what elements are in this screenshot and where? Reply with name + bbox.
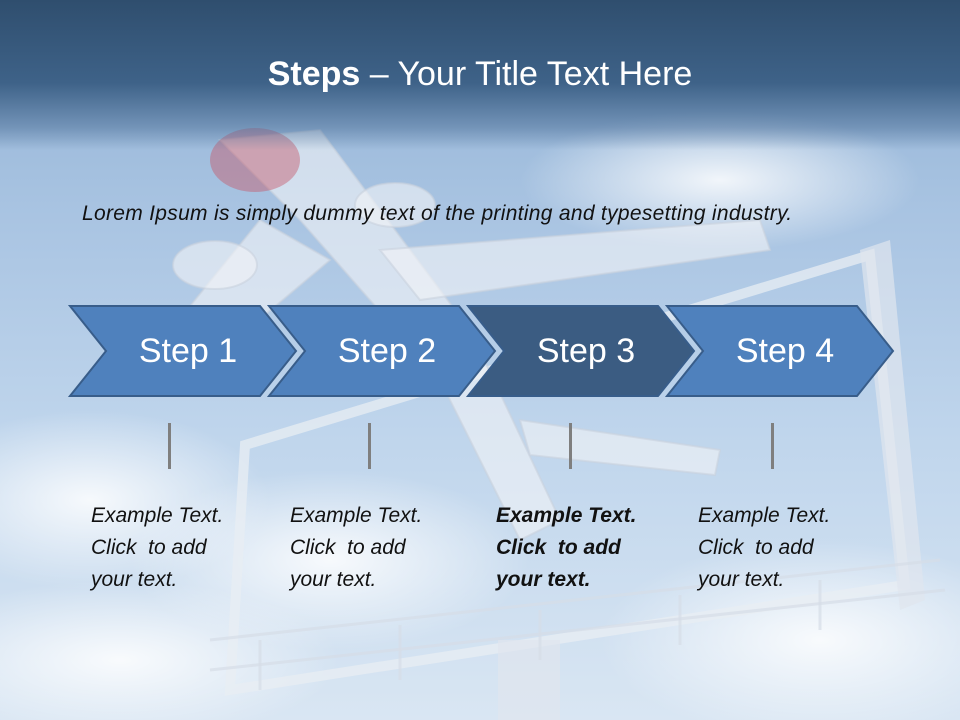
step-4-chevron[interactable]: [664, 305, 895, 397]
note-line: Click to add: [496, 536, 621, 559]
note-line: Example Text.: [698, 504, 831, 527]
note-line: Example Text.: [290, 504, 423, 527]
step-3-chevron[interactable]: [465, 305, 696, 397]
step-2-label: Step 2: [337, 332, 437, 370]
note-line: your text.: [496, 568, 591, 591]
step-1-connector: [168, 423, 171, 469]
step-4-text[interactable]: Example Text. Click to add your text.: [698, 500, 888, 596]
title-bar: [0, 0, 960, 150]
step-3-label: Step 3: [536, 332, 636, 370]
step-2-text[interactable]: Example Text. Click to add your text.: [290, 500, 480, 596]
note-line: your text.: [698, 568, 785, 591]
step-3-text[interactable]: Example Text. Click to add your text.: [496, 500, 686, 596]
note-line: Click to add: [91, 536, 207, 559]
note-line: Click to add: [698, 536, 814, 559]
intro-text[interactable]: Lorem Ipsum is simply dummy text of the …: [82, 202, 793, 225]
step-2-connector: [368, 423, 371, 469]
step-4-label: Step 4: [735, 332, 835, 370]
note-line: your text.: [91, 568, 178, 591]
step-1-chevron[interactable]: [67, 305, 298, 397]
note-line: Example Text.: [496, 504, 637, 527]
title-bold-part: Steps: [267, 55, 361, 93]
step-2-chevron[interactable]: [266, 305, 497, 397]
note-line: your text.: [290, 568, 377, 591]
step-4-connector: [771, 423, 774, 469]
step-1-label: Step 1: [138, 332, 238, 370]
note-line: Click to add: [290, 536, 406, 559]
title-rest-part: – Your Title Text Here: [360, 55, 693, 93]
note-line: Example Text.: [91, 504, 224, 527]
step-1-text[interactable]: Example Text. Click to add your text.: [91, 500, 281, 596]
slide-title[interactable]: Steps – Your Title Text Here: [0, 52, 960, 96]
step-3-connector: [569, 423, 572, 469]
